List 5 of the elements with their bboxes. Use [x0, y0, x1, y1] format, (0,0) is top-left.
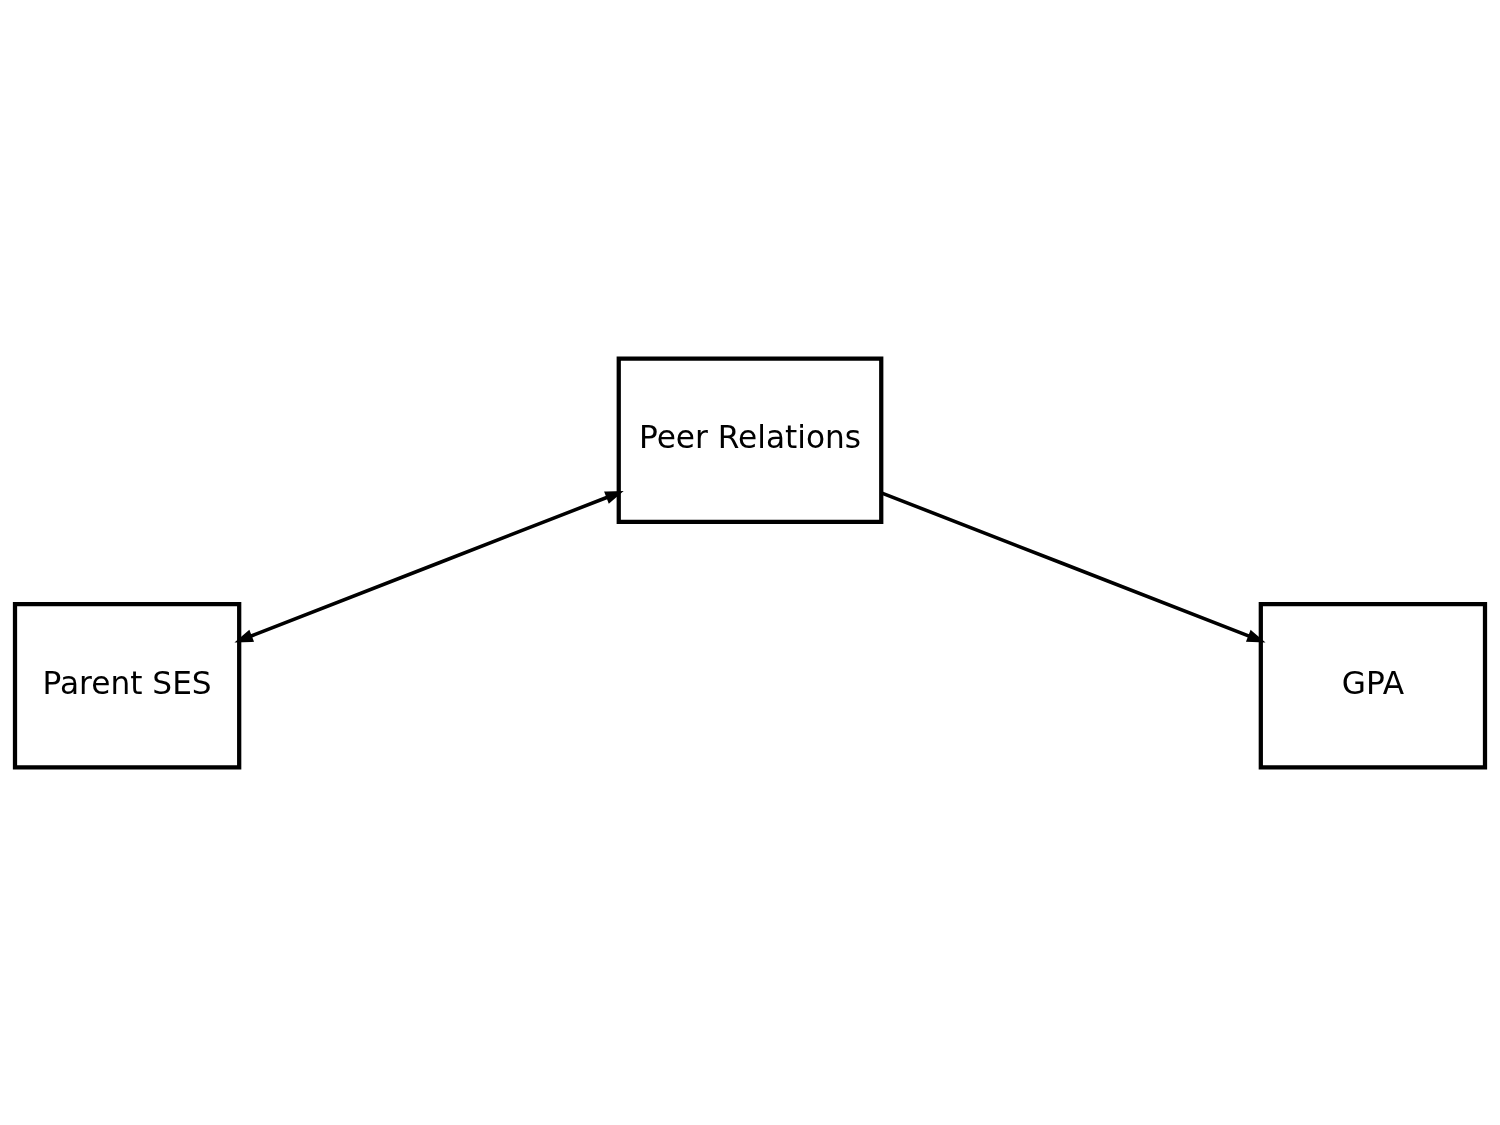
node-box: Peer Relations	[616, 356, 884, 524]
node-box: Parent SES	[12, 601, 242, 769]
arrow	[880, 490, 1266, 642]
arrow	[234, 490, 624, 642]
node-box: GPA	[1258, 601, 1488, 769]
